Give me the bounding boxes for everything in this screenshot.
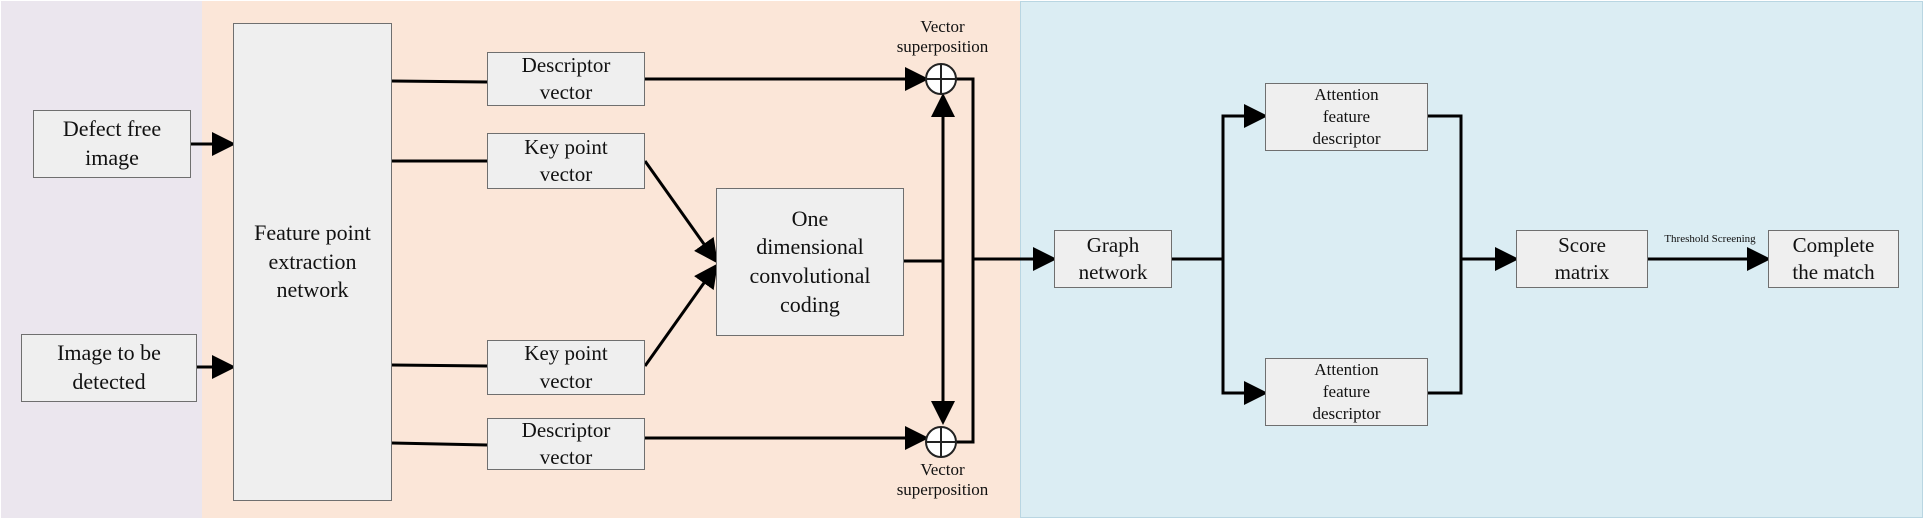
input-panel <box>1 1 202 518</box>
feature-extraction-network-box: Feature point extraction network <box>233 23 392 501</box>
descriptor-vector-bottom-box: Descriptor vector <box>487 418 645 470</box>
line-to-keypoint-bottom <box>391 363 488 368</box>
arrow-keypoint-bottom-to-conv <box>643 263 718 367</box>
line-sum-bus <box>956 77 975 444</box>
line-to-descriptor-top <box>391 79 488 84</box>
arrow-graph-to-attention-bottom <box>1221 259 1268 405</box>
line-attention-bus <box>1428 114 1463 395</box>
superposition-node-bottom <box>925 426 957 458</box>
arrow-keypoint-top-to-conv <box>643 160 718 264</box>
superposition-label-top: Vector superposition <box>896 17 989 57</box>
line-to-descriptor-bottom <box>391 441 488 447</box>
arrow-graph-to-attention-top <box>1221 104 1268 259</box>
defect-free-image-box: Defect free image <box>33 110 191 178</box>
keypoint-vector-top-box: Key point vector <box>487 133 645 189</box>
superposition-label-bottom: Vector superposition <box>896 460 989 500</box>
superposition-node-top <box>925 63 957 95</box>
complete-match-box: Complete the match <box>1768 230 1899 288</box>
graph-network-box: Graph network <box>1054 230 1172 288</box>
score-matrix-box: Score matrix <box>1516 230 1648 288</box>
image-to-detect-box: Image to be detected <box>21 334 197 402</box>
threshold-screening-label: Threshold Screening <box>1664 233 1756 245</box>
descriptor-vector-top-box: Descriptor vector <box>487 52 645 106</box>
attention-descriptor-bottom-box: Attention feature descriptor <box>1265 358 1428 426</box>
convolutional-coding-box: One dimensional convolutional coding <box>716 188 904 336</box>
keypoint-vector-bottom-box: Key point vector <box>487 340 645 395</box>
attention-descriptor-top-box: Attention feature descriptor <box>1265 83 1428 151</box>
